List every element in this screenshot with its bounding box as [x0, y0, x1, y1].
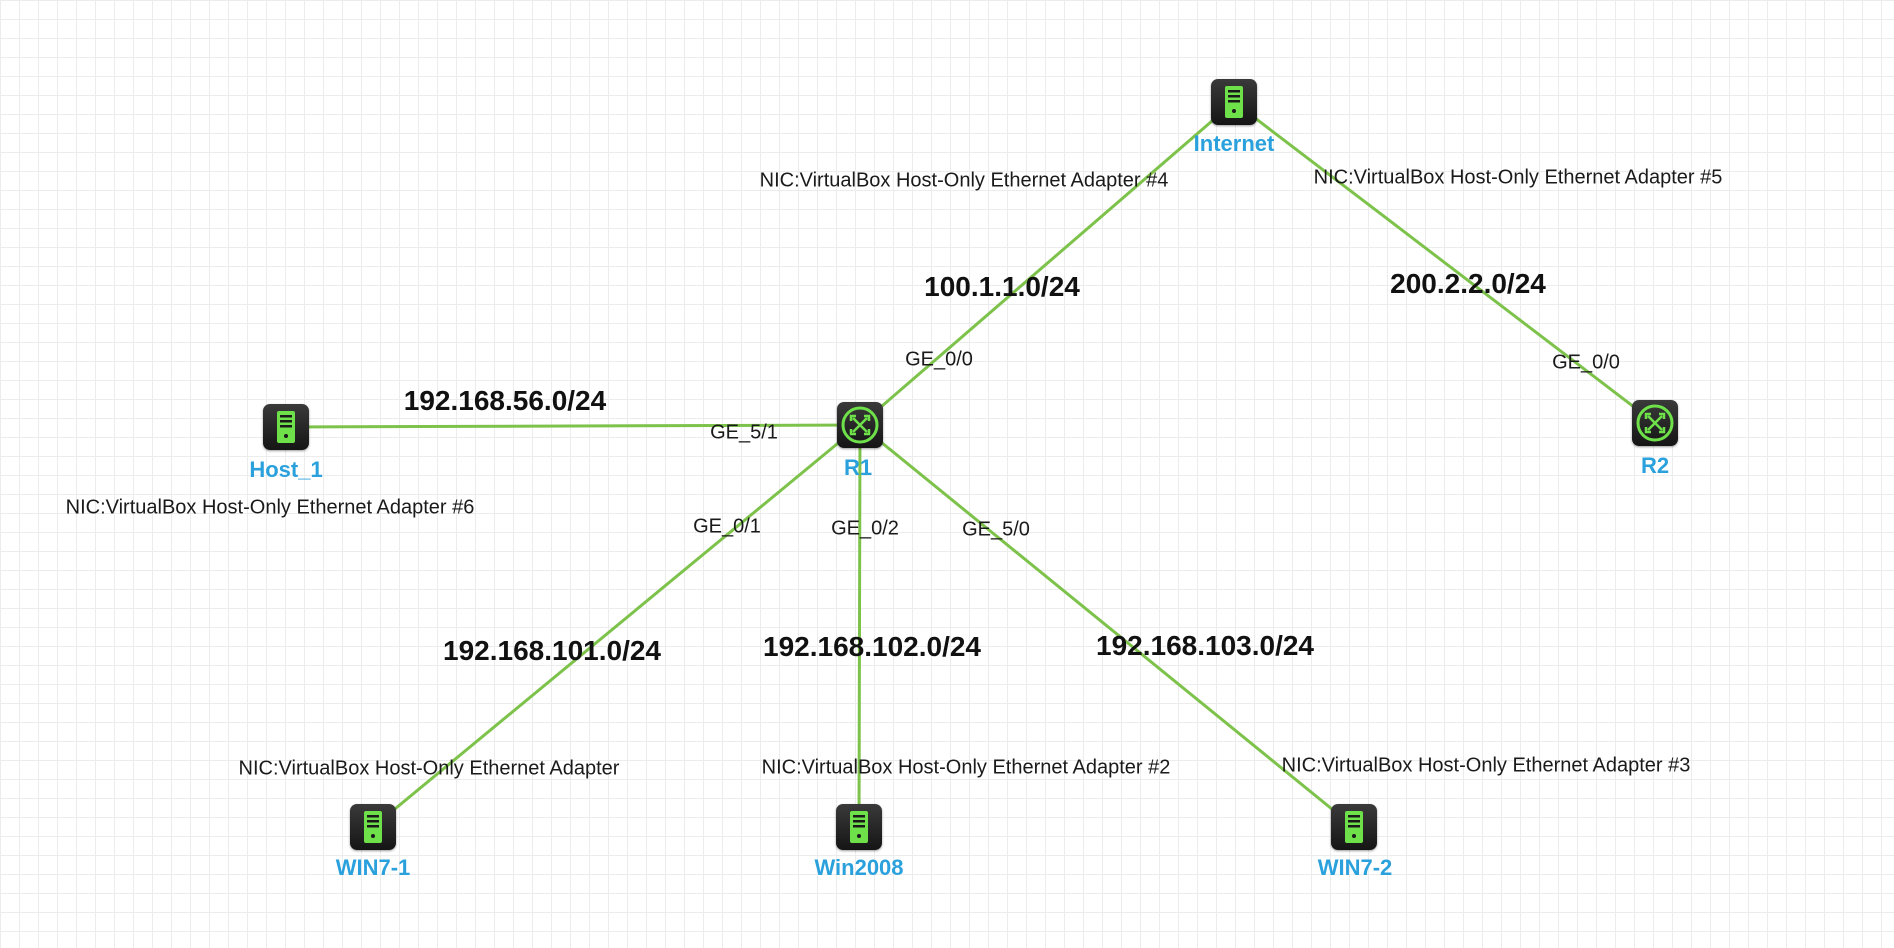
win7-1-node[interactable] [350, 804, 396, 850]
server-icon [277, 411, 295, 443]
r2-node[interactable] [1632, 400, 1678, 446]
win2008-label: Win2008 [814, 855, 904, 880]
iface-r1-win2008: GE_0/2 [831, 517, 899, 540]
subnet-host-r1: 192.168.56.0/24 [403, 385, 607, 416]
link-r1-win7-2[interactable] [859, 423, 1355, 829]
link-host1-r1[interactable] [285, 423, 861, 429]
nic-label-host-1: NIC:VirtualBox Host-Only Ethernet Adapte… [65, 496, 475, 519]
r1-node[interactable] [837, 402, 883, 448]
nic-label-win7-2: NIC:VirtualBox Host-Only Ethernet Adapte… [1281, 754, 1691, 777]
iface-r1-internet: GE_0/0 [905, 348, 973, 371]
nic-label-internet-left: NIC:VirtualBox Host-Only Ethernet Adapte… [759, 169, 1169, 192]
server-icon [364, 811, 382, 843]
internet-node[interactable] [1211, 79, 1257, 125]
link-r1-win2008[interactable] [857, 424, 862, 828]
server-icon [1345, 811, 1363, 843]
iface-r1-win7-2: GE_5/0 [962, 518, 1030, 541]
link-internet-r1[interactable] [859, 100, 1235, 427]
nic-label-internet-right: NIC:VirtualBox Host-Only Ethernet Adapte… [1313, 166, 1723, 189]
nic-label-win7-1: NIC:VirtualBox Host-Only Ethernet Adapte… [238, 757, 620, 780]
host-1-label: Host_1 [249, 457, 323, 482]
iface-r2-internet: GE_0/0 [1552, 351, 1620, 374]
win2008-node[interactable] [836, 804, 882, 850]
win7-2-node[interactable] [1331, 804, 1377, 850]
subnet-r1-win7-1: 192.168.101.0/24 [443, 635, 661, 666]
host-1-node[interactable] [263, 404, 309, 450]
server-icon [850, 811, 868, 843]
subnet-internet-r2: 200.2.2.0/24 [1390, 268, 1546, 299]
internet-label: Internet [1193, 131, 1275, 156]
server-icon [1225, 86, 1243, 118]
link-r1-win7-1[interactable] [372, 423, 861, 829]
subnet-r1-win2008: 192.168.102.0/24 [763, 631, 981, 662]
iface-r1-host: GE_5/1 [710, 421, 778, 444]
router-icon [1636, 404, 1674, 442]
iface-r1-win7-1: GE_0/1 [693, 515, 761, 538]
r1-label: R1 [843, 455, 873, 480]
r2-label: R2 [1640, 453, 1670, 478]
router-icon [841, 406, 879, 444]
nic-label-win2008: NIC:VirtualBox Host-Only Ethernet Adapte… [761, 756, 1171, 779]
link-internet-r2[interactable] [1233, 100, 1656, 425]
win7-1-label: WIN7-1 [335, 855, 411, 880]
win7-2-label: WIN7-2 [1317, 855, 1393, 880]
subnet-internet-r1: 100.1.1.0/24 [924, 271, 1080, 302]
subnet-r1-win7-2: 192.168.103.0/24 [1096, 630, 1314, 661]
